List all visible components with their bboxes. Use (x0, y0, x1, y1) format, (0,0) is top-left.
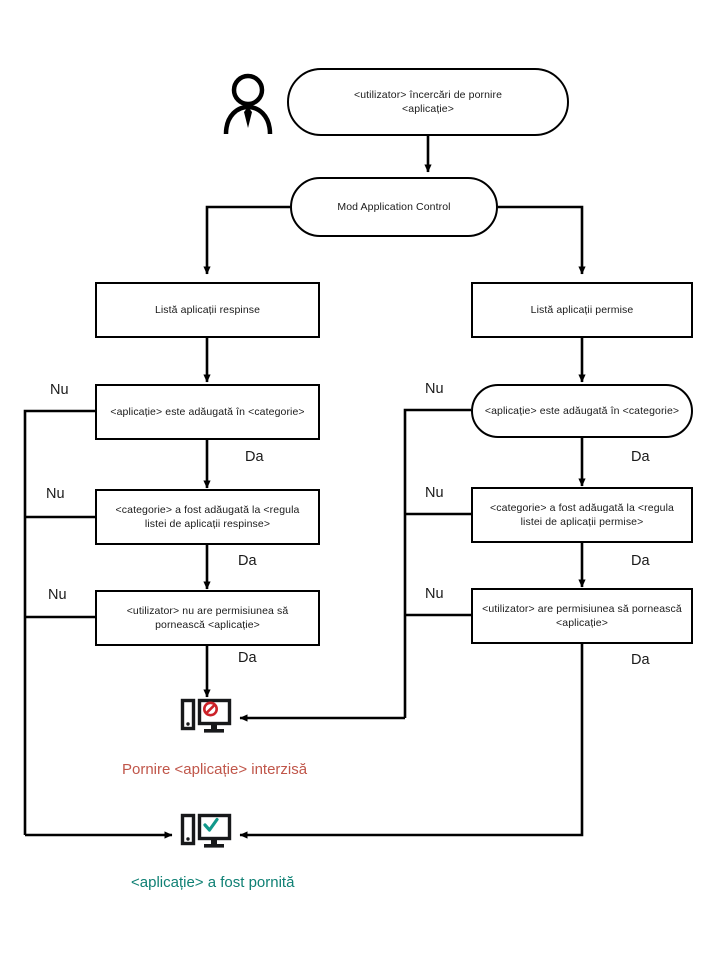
node-denied-app-in-category[interactable]: <aplicație> este adăugată în <categorie> (95, 384, 320, 440)
outcome-blocked-label: Pornire <aplicație> interzisă (122, 761, 308, 778)
edge-label-deny-q1-no: Nu (50, 382, 69, 398)
edge-label-allow-q2-yes: Da (631, 553, 650, 569)
computer-blocked-icon (180, 698, 232, 733)
edge-label-allow-q3-no: Nu (425, 586, 444, 602)
edge-label-allow-q3-yes: Da (631, 652, 650, 668)
node-allowed-category-in-rule-label: <categorie> a fost adăugată la <regula l… (490, 501, 674, 528)
edge-label-deny-q3-no: Nu (48, 587, 67, 603)
edge-label-deny-q1-yes: Da (245, 449, 264, 465)
node-start-attempt-label: <utilizator> încercări de pornire <aplic… (353, 88, 503, 115)
node-application-control-mode-label: Mod Application Control (337, 200, 451, 213)
node-allowed-app-in-category-label: <aplicație> este adăugată în <categorie> (484, 404, 680, 417)
node-allowed-app-in-category[interactable]: <aplicație> este adăugată în <categorie> (471, 384, 693, 438)
edge-label-deny-q2-yes: Da (238, 553, 257, 569)
edge-label-deny-q3-yes: Da (238, 650, 257, 666)
node-user-has-permission-label: <utilizator> are permisiunea să porneasc… (482, 602, 682, 629)
node-denied-apps-list-label: Listă aplicații respinse (154, 303, 261, 316)
edge-label-deny-q2-no: Nu (46, 486, 65, 502)
node-denied-category-in-rule[interactable]: <categorie> a fost adăugată la <regula l… (95, 489, 320, 545)
node-user-has-permission[interactable]: <utilizator> are permisiunea să porneasc… (471, 588, 693, 644)
edge-label-allow-q2-no: Nu (425, 485, 444, 501)
node-user-has-no-permission[interactable]: <utilizator> nu are permisiunea să porne… (95, 590, 320, 646)
person-icon (223, 73, 273, 135)
node-denied-category-in-rule-label: <categorie> a fost adăugată la <regula l… (115, 503, 300, 530)
node-denied-apps-list[interactable]: Listă aplicații respinse (95, 282, 320, 338)
edge-label-allow-q1-no: Nu (425, 381, 444, 397)
computer-allowed-icon (180, 813, 232, 848)
node-user-has-no-permission-label: <utilizator> nu are permisiunea să porne… (126, 604, 289, 631)
node-start-attempt[interactable]: <utilizator> încercări de pornire <aplic… (287, 68, 569, 136)
edge-label-allow-q1-yes: Da (631, 449, 650, 465)
node-allowed-category-in-rule[interactable]: <categorie> a fost adăugată la <regula l… (471, 487, 693, 543)
outcome-started-label: <aplicație> a fost pornită (131, 874, 295, 891)
node-application-control-mode[interactable]: Mod Application Control (290, 177, 498, 237)
node-denied-app-in-category-label: <aplicație> este adăugată în <categorie> (110, 405, 305, 418)
node-allowed-apps-list-label: Listă aplicații permise (530, 303, 634, 316)
node-allowed-apps-list[interactable]: Listă aplicații permise (471, 282, 693, 338)
